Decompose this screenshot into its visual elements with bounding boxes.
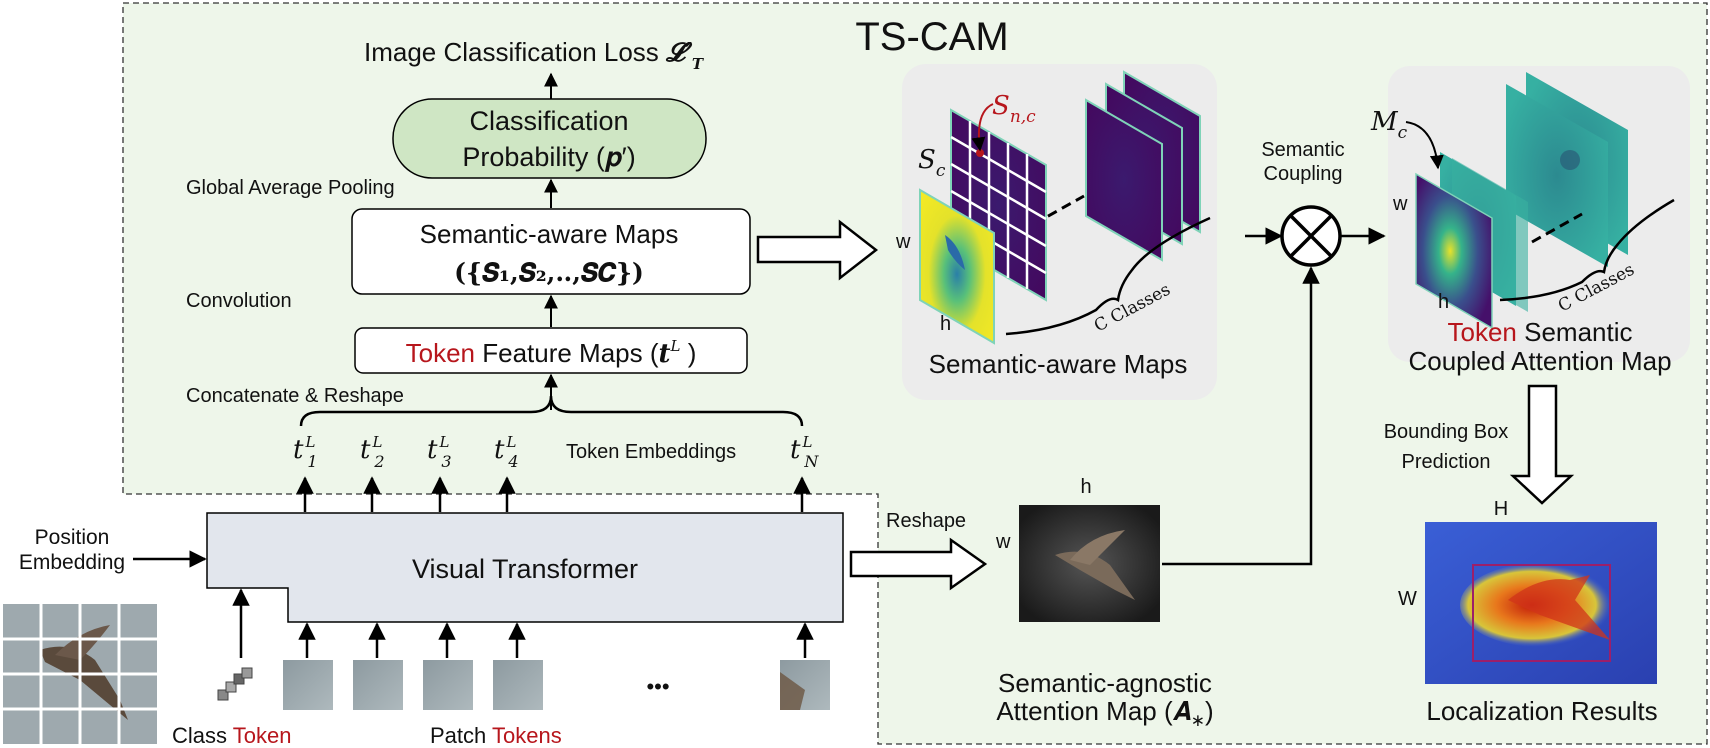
coupled-h-label: h <box>1438 291 1449 313</box>
sam-w-label: w <box>895 231 911 253</box>
arrow-agnostic-to-coupling <box>1162 266 1320 566</box>
gap-label: Global Average Pooling <box>186 177 395 199</box>
ellipsis: ••• <box>646 674 669 699</box>
localization-image <box>1425 522 1657 684</box>
coupled-w-label: w <box>1392 193 1408 215</box>
hollow-arrow-to-localization <box>1509 384 1575 505</box>
agn-w-label: w <box>995 531 1011 553</box>
sam-purple-stack <box>1085 70 1201 262</box>
loss-symbol: 𝓛′ <box>665 38 693 68</box>
position-embedding-line1: Position <box>35 526 110 549</box>
agnostic-attention-image <box>1019 505 1160 622</box>
patch-thumbnail <box>423 660 473 710</box>
class-token-icon <box>217 667 253 701</box>
reshape-label: Reshape <box>886 510 966 532</box>
mc-pointer <box>1405 121 1444 170</box>
hollow-arrow-to-sam <box>756 219 879 281</box>
sam-classes-brace <box>1005 216 1211 336</box>
coupling-line2: Coupling <box>1264 163 1343 185</box>
loc-H-label: H <box>1494 498 1508 520</box>
token-embeddings-label: Token Embeddings <box>566 441 736 463</box>
patch-token-thumbnails <box>283 660 830 710</box>
position-embedding-line2: Embedding <box>19 551 125 574</box>
patch-thumbnail <box>493 660 543 710</box>
sc-label: Sc <box>918 145 946 181</box>
sam-front-map <box>919 188 995 345</box>
patch-thumbnail <box>353 660 403 710</box>
patch-token-arrows <box>298 622 814 658</box>
loss-label: Image Classification Loss 𝓛′T <box>364 37 705 73</box>
hollow-arrow-reshape <box>849 537 988 591</box>
snc-label: Sn,c <box>992 91 1036 127</box>
coupled-caption-line1: Token Semantic <box>1448 317 1633 347</box>
semantic-maps-box-line1: Semantic-aware Maps <box>420 219 679 249</box>
coupling-line1: Semantic <box>1261 139 1344 161</box>
coupled-front-map <box>1415 172 1493 330</box>
agnostic-line2: Attention Map (𝑨∗) <box>996 696 1213 730</box>
bounding-box <box>1472 564 1611 662</box>
agnostic-line1: Semantic-agnostic <box>998 668 1212 698</box>
token-feature-box <box>354 327 748 374</box>
mc-label: Mc <box>1370 107 1408 143</box>
coupled-caption-line2: Coupled Attention Map <box>1408 346 1671 376</box>
token-brace <box>299 395 804 427</box>
input-image <box>3 604 157 744</box>
coupled-classes-brace <box>1499 198 1675 302</box>
class-token-label: Class Token <box>172 723 291 748</box>
token-feature-label: Token Feature Maps (𝒕L ) <box>406 337 697 369</box>
bbox-line2: Prediction <box>1402 451 1491 473</box>
patch-tokens-label: Patch Tokens <box>430 723 562 748</box>
convolution-label: Convolution <box>186 290 292 312</box>
classification-line1: Classification <box>469 106 628 136</box>
coupled-dashed-link <box>1531 212 1583 244</box>
sam-caption: Semantic-aware Maps <box>929 349 1188 379</box>
loc-W-label: W <box>1398 588 1417 610</box>
title: TS-CAM <box>855 15 1008 59</box>
token-up-arrows <box>296 476 811 512</box>
localization-label: Localization Results <box>1426 696 1657 726</box>
classification-box <box>392 98 707 179</box>
agn-h-label: h <box>1080 476 1091 498</box>
coupling-operator-icon <box>1280 205 1342 267</box>
classification-line2: Probability (𝒑′) <box>462 142 635 172</box>
semantic-maps-box-line2: ({𝑺₁,𝑺₂,‥,𝑺𝑪}) <box>454 258 644 287</box>
snc-pointer <box>971 103 994 152</box>
semantic-maps-box <box>351 208 751 295</box>
concat-label: Concatenate & Reshape <box>186 385 404 407</box>
bbox-line1: Bounding Box <box>1384 421 1509 443</box>
sam-h-label: h <box>940 313 951 335</box>
vit-label: Visual Transformer <box>412 554 638 584</box>
patch-thumbnail <box>283 660 333 710</box>
visual-transformer-block <box>206 512 844 623</box>
